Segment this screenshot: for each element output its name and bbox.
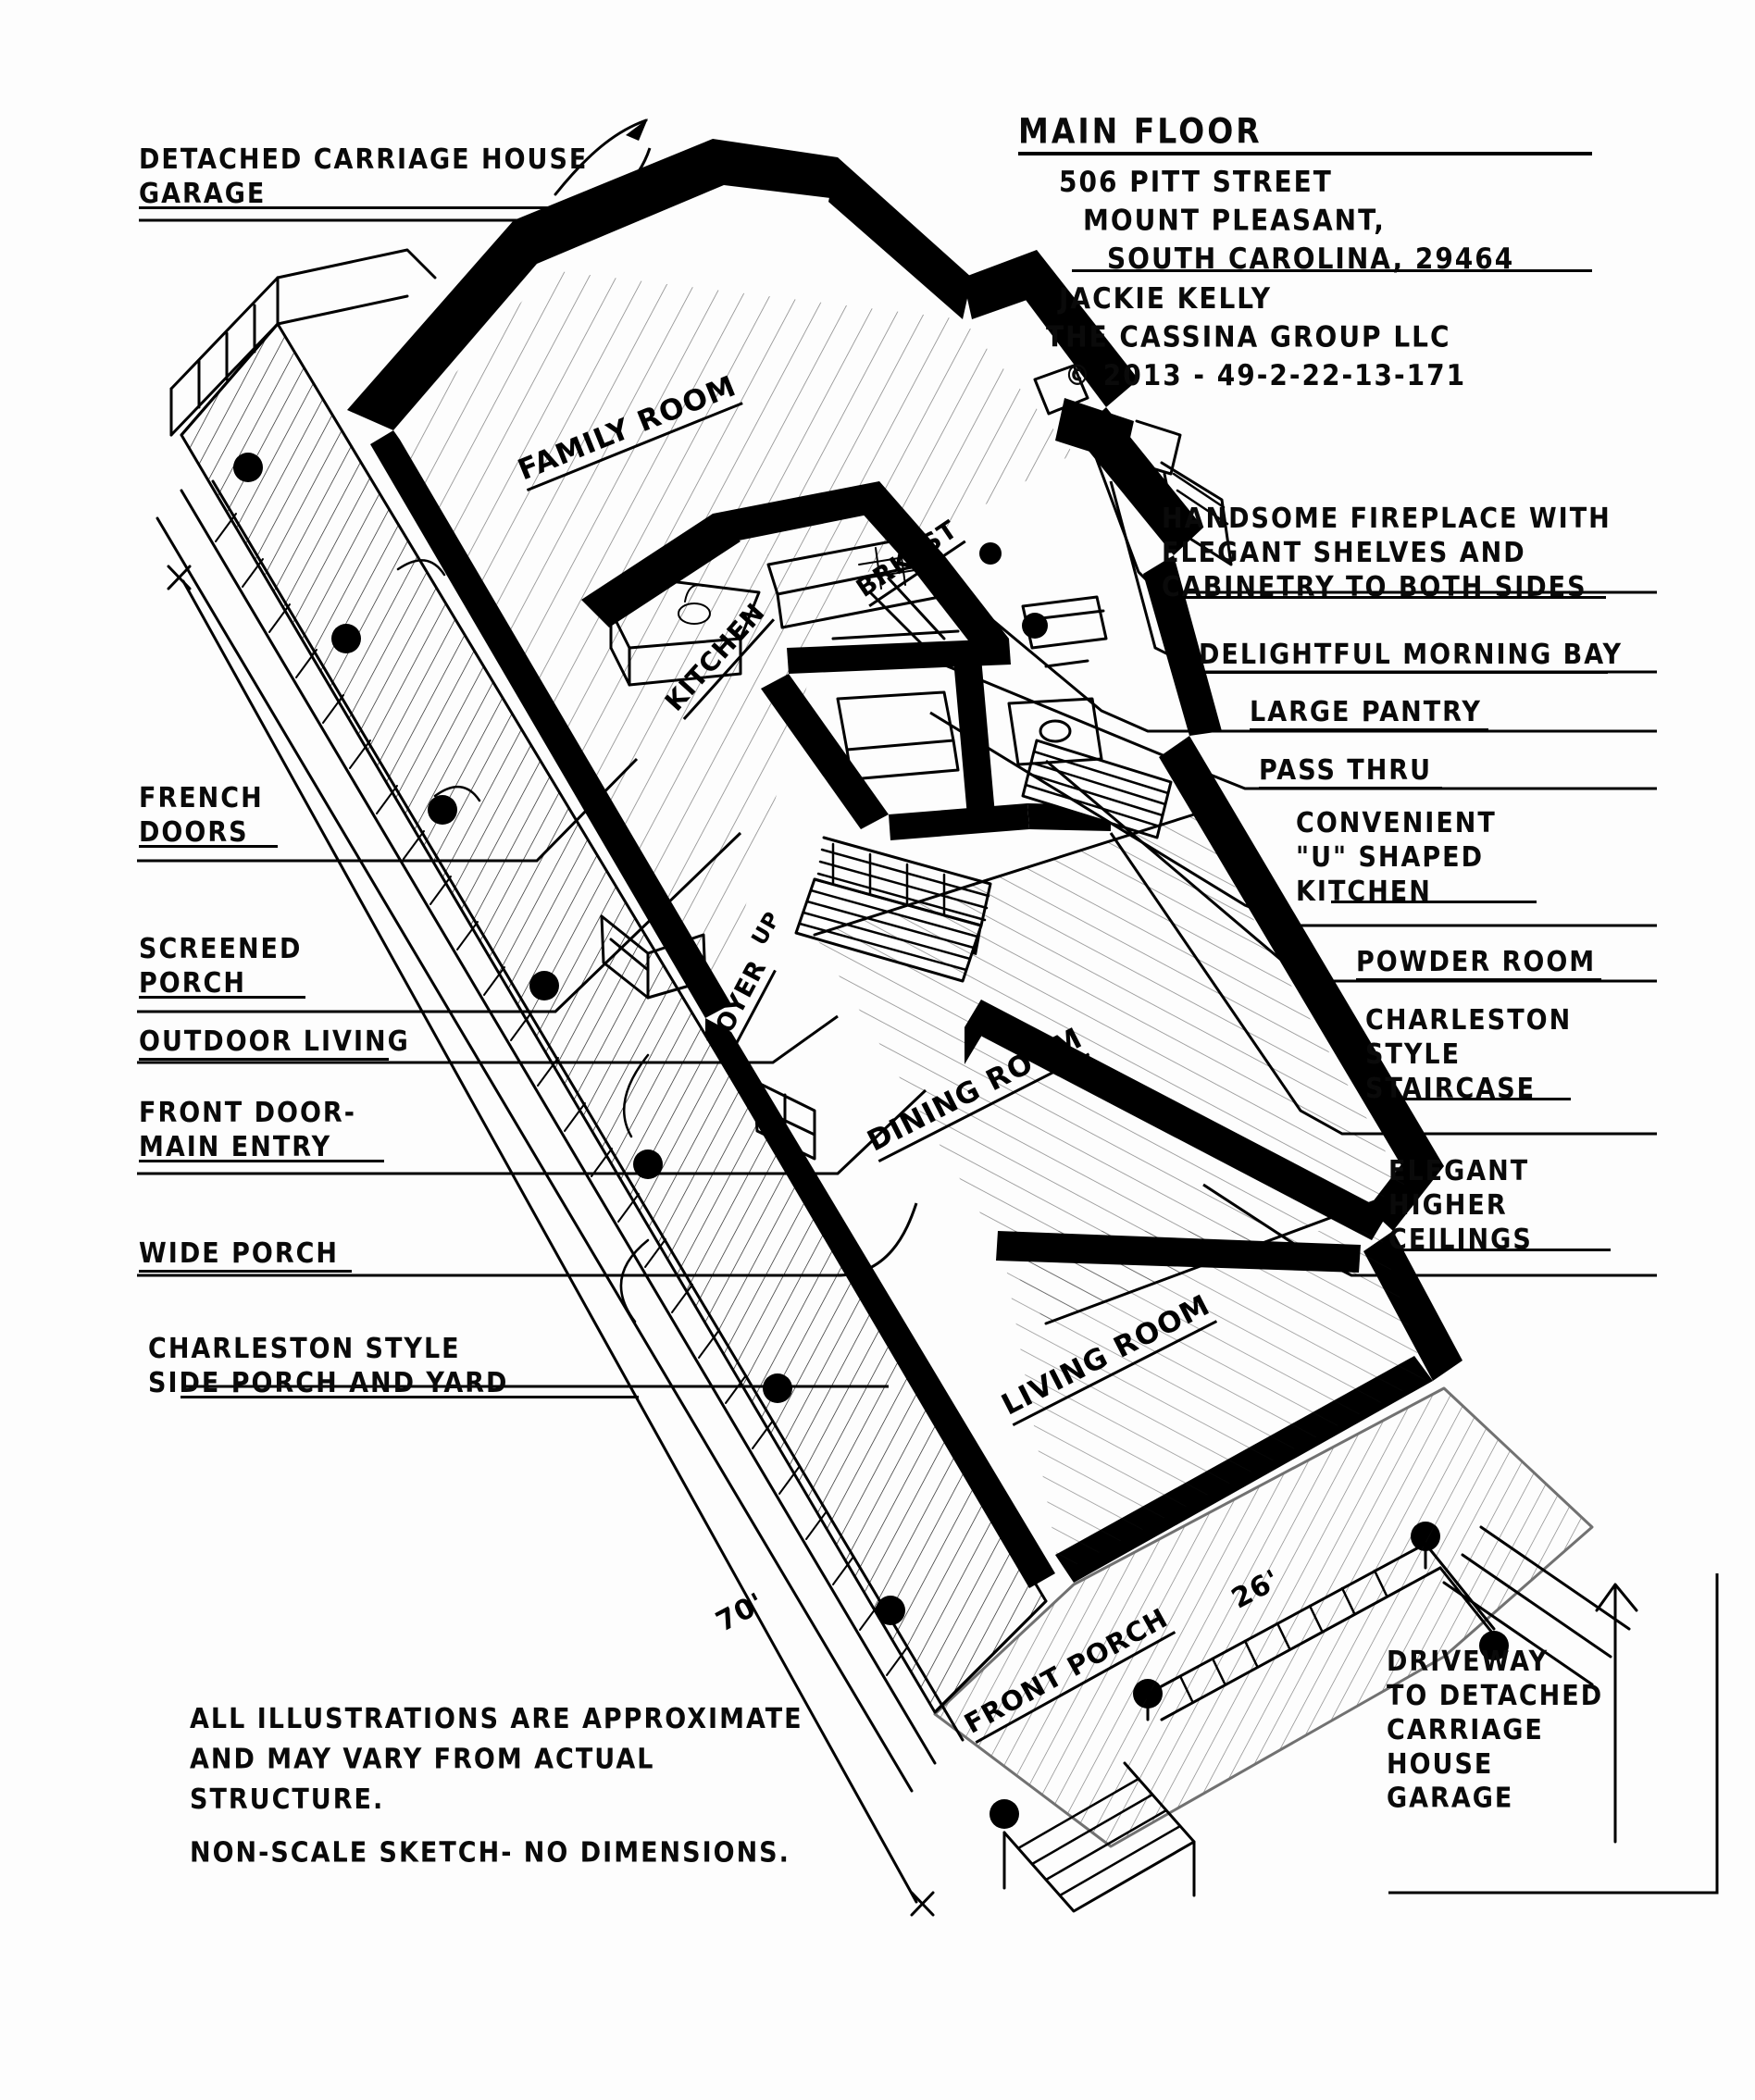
- callout-underline: [180, 1395, 639, 1398]
- callout-underline: [139, 1269, 352, 1273]
- callout-charleston-style-side-porch-and-yard: CHARLESTON STYLE SIDE PORCH AND YARD: [148, 1333, 639, 1399]
- agent-block: JACKIE KELLY THE CASSINA GROUP LLC © 201…: [1018, 281, 1592, 393]
- title-rule-top: [1018, 152, 1592, 156]
- callout-underline: [1331, 900, 1537, 903]
- front-porch: [933, 1386, 1594, 1848]
- callout-handsome-fireplace: HANDSOME FIREPLACE WITH ELEGANT SHELVES …: [1162, 503, 1612, 603]
- callout-line: LARGE PANTRY: [1250, 696, 1482, 728]
- callout-wide-porch: WIDE PORCH: [139, 1237, 352, 1273]
- callout-line: HOUSE: [1387, 1747, 1494, 1781]
- title-rule-bottom: [1072, 268, 1592, 272]
- callout-underline: [139, 995, 305, 999]
- callout-underline: [139, 205, 569, 209]
- disclaimer-line-4: NON-SCALE SKETCH- NO DIMENSIONS.: [190, 1836, 790, 1869]
- callout-underline: [1259, 786, 1442, 789]
- callout-line: CHARLESTON STYLE: [148, 1333, 461, 1365]
- callout-line: CABINETRY TO BOTH SIDES: [1162, 570, 1587, 603]
- callout-underline: [1199, 670, 1608, 674]
- callout-underline: [1365, 1097, 1571, 1100]
- callout-line: WIDE PORCH: [139, 1237, 340, 1270]
- callout-line: SCREENED: [139, 933, 303, 965]
- callout-line: PORCH: [139, 966, 246, 1000]
- callout-line: CEILINGS: [1388, 1223, 1533, 1256]
- callout-pass-thru: PASS THRU: [1259, 754, 1442, 789]
- callout-line: ELEGANT SHELVES AND: [1162, 536, 1526, 569]
- callout-line: ELEGANT: [1388, 1155, 1530, 1187]
- title-block: MAIN FLOOR 506 PITT STREET MOUNT PLEASAN…: [1018, 111, 1592, 392]
- callout-powder-room: POWDER ROOM: [1356, 946, 1601, 981]
- title-heading: MAIN FLOOR: [1018, 111, 1263, 152]
- callout-line: "U" SHAPED: [1296, 840, 1485, 874]
- callout-delightful-morning-bay: DELIGHTFUL MORNING BAY: [1199, 639, 1623, 674]
- callout-line: FRONT DOOR-: [139, 1097, 356, 1129]
- side-porch-railing: [169, 248, 437, 437]
- callout-driveway-to-detached-carriage-house-garage: DRIVEWAY TO DETACHED CARRIAGE HOUSE GARA…: [1387, 1646, 1604, 1814]
- callout-line: OUTDOOR LIVING: [139, 1025, 410, 1058]
- callout-large-pantry: LARGE PANTRY: [1250, 696, 1488, 731]
- copyright-line: © 2013 - 49-2-22-13-171: [1064, 357, 1467, 392]
- callout-line: POWDER ROOM: [1356, 946, 1597, 978]
- callout-line: SIDE PORCH AND YARD: [148, 1366, 509, 1399]
- address-line-2: MOUNT PLEASANT,: [1083, 203, 1386, 238]
- callout-line: STAIRCASE: [1365, 1072, 1537, 1105]
- callout-line: DRIVEWAY: [1387, 1646, 1550, 1678]
- disclaimer-block: ALL ILLUSTRATIONS ARE APPROXIMATE AND MA…: [190, 1703, 803, 1877]
- callout-line: CARRIAGE: [1387, 1713, 1544, 1746]
- callout-outdoor-living: OUTDOOR LIVING: [139, 1025, 410, 1061]
- callout-underline: [139, 1057, 389, 1061]
- callout-underline: [139, 844, 278, 848]
- disclaimer-line-1: ALL ILLUSTRATIONS ARE APPROXIMATE: [190, 1703, 803, 1735]
- callout-line: STYLE: [1365, 1038, 1462, 1071]
- callout-line: DETACHED CARRIAGE HOUSE: [139, 143, 589, 176]
- callout-underline: [1250, 727, 1488, 731]
- callout-elegant-higher-ceilings: ELEGANT HIGHER CEILINGS: [1388, 1155, 1611, 1256]
- callout-detached-carriage-house-garage: DETACHED CARRIAGE HOUSE GARAGE: [139, 143, 589, 210]
- property-address: 506 PITT STREET MOUNT PLEASANT, SOUTH CA…: [1018, 165, 1592, 277]
- callout-line: TO DETACHED: [1387, 1679, 1604, 1712]
- address-line-1: 506 PITT STREET: [1059, 165, 1333, 200]
- callout-underline: [139, 1159, 384, 1162]
- callout-line: CONVENIENT: [1296, 807, 1497, 839]
- callout-underline: [1162, 595, 1606, 599]
- living-room-floor: [1000, 1231, 1425, 1573]
- callout-line: GARAGE: [1387, 1782, 1514, 1815]
- agent-name: JACKIE KELLY: [1059, 280, 1273, 316]
- callout-screened-porch: SCREENED PORCH: [139, 933, 305, 1000]
- callout-french-doors: FRENCH DOORS: [139, 782, 278, 849]
- callout-line: DOORS: [139, 815, 249, 849]
- callout-underline: [1356, 977, 1601, 981]
- callout-line: HIGHER: [1388, 1188, 1508, 1222]
- callout-front-door-main-entry: FRONT DOOR- MAIN ENTRY: [139, 1097, 384, 1163]
- callout-convenient-u-shaped-kitchen: CONVENIENT "U" SHAPED KITCHEN: [1296, 807, 1537, 908]
- callout-line: KITCHEN: [1296, 875, 1432, 908]
- callout-line: MAIN ENTRY: [139, 1130, 332, 1163]
- agent-company: THE CASSINA GROUP LLC: [1046, 319, 1451, 354]
- callout-line: CHARLESTON: [1365, 1004, 1573, 1037]
- callout-underline: [1388, 1248, 1611, 1251]
- callout-line: GARAGE: [139, 177, 267, 210]
- callout-line: DELIGHTFUL MORNING BAY: [1199, 639, 1624, 671]
- callout-line: FRENCH: [139, 782, 264, 814]
- callout-line: HANDSOME FIREPLACE WITH: [1162, 503, 1612, 535]
- disclaimer-line-2: AND MAY VARY FROM ACTUAL: [190, 1743, 655, 1776]
- address-line-3: SOUTH CAROLINA, 29464: [1107, 242, 1515, 277]
- callout-charleston-style-staircase: CHARLESTON STYLE STAIRCASE: [1365, 1004, 1573, 1105]
- callout-line: PASS THRU: [1259, 754, 1433, 787]
- family-room-floor: [398, 270, 1074, 990]
- disclaimer-line-3: STRUCTURE.: [190, 1783, 385, 1816]
